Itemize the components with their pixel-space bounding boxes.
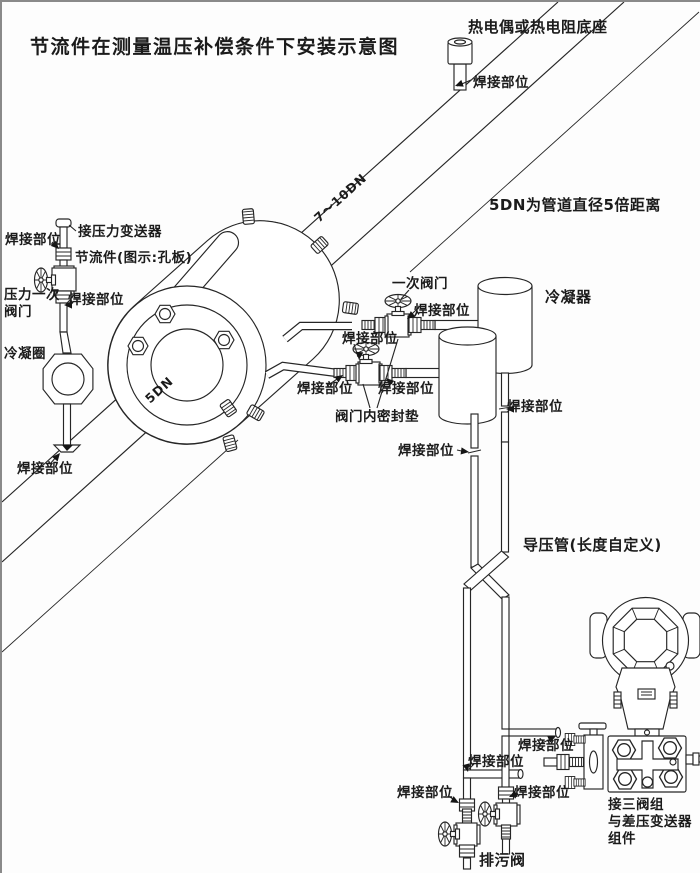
condenser-label: 冷凝器 (545, 288, 592, 306)
drain-valve-2 (477, 786, 521, 855)
pressure-tap-line (33, 218, 94, 453)
weld-spot-label: 焊接部位 (342, 331, 398, 347)
page-title: 节流件在测量温压补偿条件下安装示意图 (30, 36, 400, 58)
weld-spot-label: 焊接部位 (518, 738, 574, 754)
primary-valve-upper-handwheel (384, 293, 412, 317)
flange-nut (154, 304, 176, 324)
pressure-primary-valve-label: 压力一次阀门 (4, 287, 60, 320)
primary-valve-label: 一次阀门 (392, 276, 448, 292)
three-valve-manifold-label: 接三阀组与差压变送器组件 (608, 797, 692, 847)
flange-nut (213, 330, 235, 350)
impulse-pipe-label: 导压管(长度自定义) (523, 536, 662, 554)
impulse-tap-tubes (264, 321, 352, 379)
orifice-flange-assembly (107, 208, 360, 453)
needle-valve (543, 722, 607, 790)
drain-valve-label: 排污阀 (479, 851, 526, 869)
weld-spot-label: 焊接部位 (397, 785, 453, 801)
condensate-ring-label: 冷凝圈 (4, 346, 46, 362)
weld-spot-label: 焊接部位 (507, 399, 563, 415)
pipe-to-transmitter (508, 726, 562, 739)
impulse-down-pipes (462, 372, 562, 800)
flange-stud (241, 208, 256, 226)
flange-stud (341, 300, 360, 316)
weld-spot-label: 焊接部位 (398, 443, 454, 459)
flange-nut (127, 336, 149, 356)
valve-inner-gasket-label: 阀门内密封垫 (335, 409, 419, 425)
primary-valve-lower (333, 341, 443, 386)
pipe-distance-note: 5DN为管道直径5倍距离 (489, 196, 661, 214)
weld-spot-label: 焊接部位 (414, 303, 470, 319)
condenser-lower (438, 326, 497, 425)
leader-lines (49, 79, 559, 807)
drain-valve-1 (437, 798, 481, 870)
weld-spot-label: 焊接部位 (68, 292, 124, 308)
weld-spot-label: 焊接部位 (297, 381, 353, 397)
thermowell-base-label: 热电偶或热电阻底座 (468, 18, 608, 36)
thermowell-fitting (447, 37, 473, 91)
weld-spot-label: 焊接部位 (514, 785, 570, 801)
process-flange-block (607, 735, 700, 793)
weld-spot-label: 焊接部位 (5, 232, 61, 248)
weld-spot-label: 焊接部位 (378, 381, 434, 397)
pressure-transmitter-conn-label: 接压力变送器 (78, 224, 162, 240)
flange-stud (222, 434, 238, 453)
equalizer-stub (462, 768, 524, 780)
dp-transmitter (589, 596, 700, 793)
weld-spot-label: 焊接部位 (473, 75, 529, 91)
throttling-element-label: 节流件(图示:孔板) (75, 250, 193, 266)
weld-spot-label: 焊接部位 (468, 754, 524, 770)
weld-spot-label: 焊接部位 (17, 461, 73, 477)
